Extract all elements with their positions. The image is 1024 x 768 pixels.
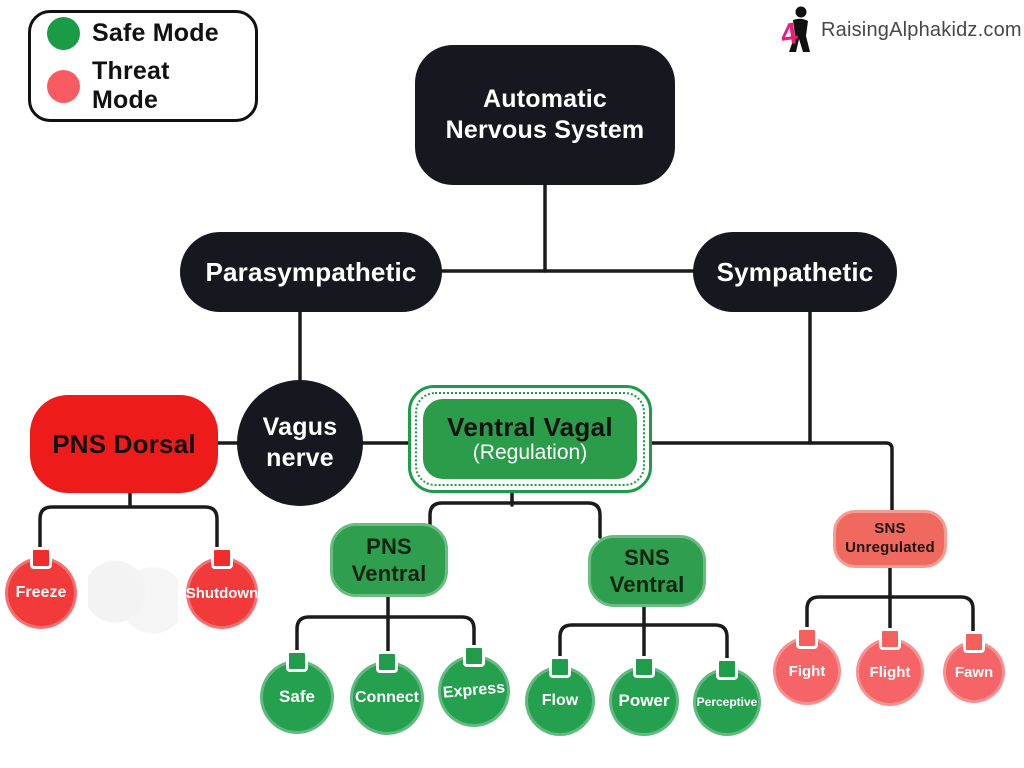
node-pns-ventral: PNS Ventral <box>330 523 448 597</box>
balloon-knob-icon <box>211 547 233 569</box>
person-logo-icon: 4 <box>779 6 810 52</box>
balloon-knob-icon <box>463 645 485 667</box>
line-ventral-snsunreg <box>650 441 894 513</box>
node-label: PNS <box>366 533 412 559</box>
balloon-knob-icon <box>549 656 571 678</box>
node-label: SNS <box>874 520 906 538</box>
safe-mode-dot-icon <box>47 17 80 50</box>
legend-item-threat-mode: Threat Mode <box>47 57 239 115</box>
balloon-label: Safe <box>260 660 334 734</box>
balloon-knob-icon <box>879 628 901 650</box>
node-sns-unregulated: SNS Unregulated <box>833 510 947 568</box>
balloon-knob-icon <box>633 656 655 678</box>
balloon-perceptive: Perceptive <box>693 658 761 736</box>
threat-mode-dot-icon <box>47 69 80 103</box>
node-pns-dorsal: PNS Dorsal <box>30 395 218 493</box>
balloon-label: Power <box>609 666 679 736</box>
legend: Safe Mode Threat Mode <box>28 10 258 122</box>
site-logo-text: RaisingAlphakidz.com <box>821 18 1022 41</box>
node-sympathetic: Sympathetic <box>693 232 897 312</box>
node-label: Ventral Vagal <box>447 411 613 442</box>
node-label: Automatic <box>482 84 608 113</box>
node-vagus-nerve: Vagus nerve <box>237 380 363 506</box>
legend-label: Safe Mode <box>92 19 219 47</box>
balloon-fight: Fight <box>773 627 841 705</box>
bracket-pns-dorsal <box>38 491 219 549</box>
watermark <box>88 552 178 640</box>
svg-text:4: 4 <box>779 17 800 52</box>
balloon-freeze: Freeze <box>5 547 77 629</box>
balloon-express: Express <box>434 645 514 731</box>
node-automatic-nervous-system: Automatic Nervous System <box>415 45 675 185</box>
balloon-flow: Flow <box>525 656 595 736</box>
balloon-shutdown: Shutdown <box>186 547 258 629</box>
node-label: Unregulated <box>845 539 935 556</box>
node-label: nerve <box>266 444 334 472</box>
legend-item-safe-mode: Safe Mode <box>47 17 239 50</box>
bracket-sns-ventral <box>558 605 729 660</box>
balloon-knob-icon <box>963 631 985 653</box>
balloon-flight: Flight <box>856 628 924 706</box>
node-ventral-vagal: Ventral Vagal (Regulation) <box>408 385 652 493</box>
balloon-safe: Safe <box>260 650 334 734</box>
bracket-pns-ventral <box>295 595 476 653</box>
node-label: Ventral <box>609 572 685 597</box>
balloon-knob-icon <box>30 547 52 569</box>
site-logo: 4 RaisingAlphakidz.com <box>779 6 1022 54</box>
balloon-knob-icon <box>376 651 398 673</box>
node-parasympathetic: Parasympathetic <box>180 232 442 312</box>
node-sns-ventral: SNS Ventral <box>588 535 706 607</box>
node-label: SNS <box>624 544 670 570</box>
node-label: PNS Dorsal <box>52 428 196 459</box>
balloon-label: Flight <box>856 638 924 706</box>
node-label: Ventral <box>351 561 427 586</box>
node-sublabel: (Regulation) <box>472 441 588 465</box>
balloon-fawn: Fawn <box>943 631 1005 703</box>
node-label: Sympathetic <box>716 256 874 287</box>
balloon-power: Power <box>609 656 679 736</box>
bracket-ventral-vagal <box>428 491 602 539</box>
balloon-connect: Connect <box>350 651 424 735</box>
balloon-knob-icon <box>716 658 738 680</box>
ventral-vagal-inner-box: Ventral Vagal (Regulation) <box>423 399 637 479</box>
bracket-sns-unregulated <box>805 565 975 633</box>
node-label: Parasympathetic <box>205 256 417 287</box>
legend-label: Threat Mode <box>92 57 170 114</box>
balloon-knob-icon <box>286 650 308 672</box>
balloon-label: Shutdown <box>186 557 258 629</box>
node-label: Vagus <box>262 412 338 441</box>
balloon-knob-icon <box>796 627 818 649</box>
node-label: Nervous System <box>445 116 645 144</box>
